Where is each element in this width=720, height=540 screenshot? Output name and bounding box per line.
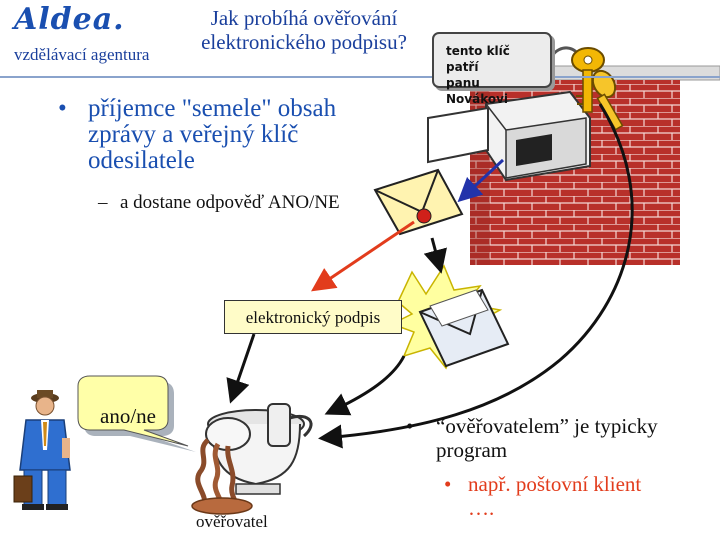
bullet-2: • “ověřovatelem” je typicky program (406, 414, 706, 462)
bullet-1-sub-text: a dostane odpověď ANO/NE (120, 192, 340, 213)
bullet-2-sub: • např. poštovní klient …. (444, 472, 704, 520)
bullet-2-sub-text: např. poštovní klient (468, 472, 642, 496)
bullet-2-sub-marker: • (444, 472, 452, 496)
logo: Aldea. (14, 2, 125, 37)
bullet-1-text: příjemce "semele" obsah zprávy a veřejný… (88, 95, 337, 174)
signature-label: elektronický podpis (224, 300, 402, 334)
slide-title: Jak probíhá ověřování elektronického pod… (186, 6, 422, 54)
verifier-label: ověřovatel (196, 512, 268, 531)
bullet-1-marker: • (58, 95, 67, 122)
bullet-2-text: “ověřovatelem” je typicky program (436, 414, 658, 462)
bullet-1: • příjemce "semele" obsah zprávy a veřej… (58, 96, 388, 174)
open-envelope-icon (390, 264, 510, 370)
agency-name: vzdělávací agentura (14, 45, 150, 64)
speech-bubble-text: ano/ne (100, 404, 156, 428)
bullet-2-marker: • (406, 414, 414, 438)
bullet-2-sub-continuation: …. (468, 496, 495, 520)
key-tag-line-1: tento klíč patří (446, 44, 510, 74)
key-tag-line-2: panu Novákovi (446, 76, 509, 106)
envelope-icon (373, 168, 464, 236)
header-divider (0, 76, 720, 78)
bullet-1-sub: – a dostane odpověď ANO/NE (98, 192, 358, 214)
speech-bubble (77, 375, 196, 452)
title-line-2: elektronického podpisu? (201, 30, 407, 54)
process-arrows (226, 103, 634, 449)
bullet-1-sub-marker: – (98, 192, 108, 213)
mailbox-icon (427, 90, 591, 182)
person-icon (13, 390, 71, 510)
grinder-icon (191, 403, 313, 515)
title-line-1: Jak probíhá ověřování (210, 6, 398, 30)
key-tag: tento klíč patří panu Novákovi (432, 32, 552, 106)
